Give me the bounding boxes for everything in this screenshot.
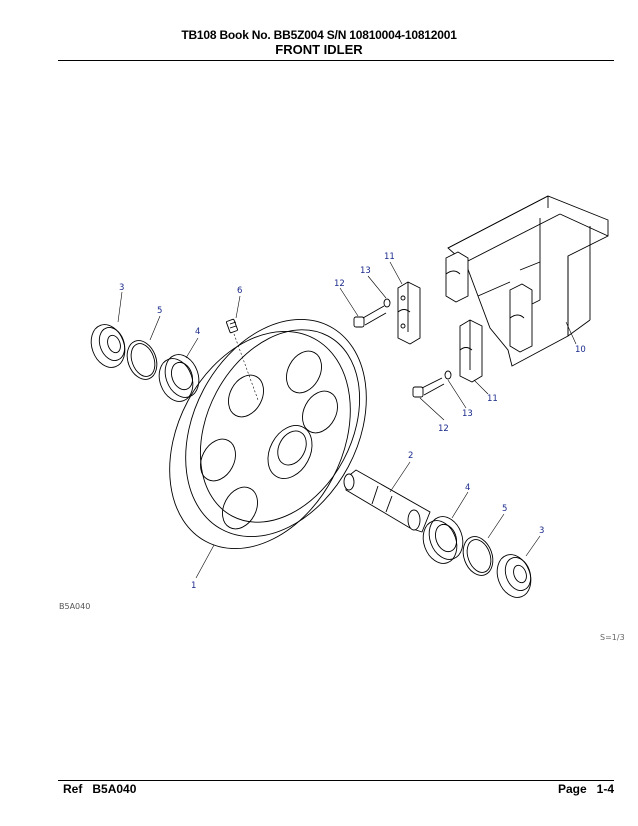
footer-ref-value: B5A040 [92, 782, 137, 796]
callout-3-right: 3 [539, 526, 544, 536]
page-title: FRONT IDLER [275, 42, 363, 57]
idler-wheel [169, 318, 367, 550]
header-serial-line: TB108 Book No. BB5Z004 S/N 10810004-1081… [181, 28, 457, 42]
callout-12-lower: 12 [438, 424, 449, 434]
callout-numbers: 1 2 3 3 4 4 5 5 6 10 11 11 12 12 13 13 [119, 252, 586, 591]
footer-ref: Ref B5A040 [63, 782, 136, 796]
clamp-block-upper [397, 281, 421, 345]
bearing-cover-left [90, 324, 126, 368]
callout-13-upper: 13 [360, 266, 371, 276]
callout-11-lower: 11 [487, 394, 498, 404]
snap-ring-left [126, 340, 158, 380]
callout-11-upper: 11 [384, 252, 395, 262]
callout-3-left: 3 [119, 283, 124, 293]
callout-4-right: 4 [465, 483, 470, 493]
grease-fitting [226, 318, 259, 401]
bolt-upper [353, 298, 391, 328]
callout-2: 2 [408, 451, 413, 461]
figure-scale: S=1/3 [600, 633, 625, 642]
footer-page-label: Page [557, 782, 587, 796]
footer-page-value: 1-4 [596, 782, 614, 796]
footer-page: Page 1-4 [558, 782, 614, 796]
clamp-block-lower [459, 319, 483, 383]
callout-13-lower: 13 [462, 409, 473, 419]
callout-5-right: 5 [502, 504, 507, 514]
callout-1: 1 [191, 581, 196, 591]
callout-5-left: 5 [157, 306, 162, 316]
leader-lines [117, 261, 577, 579]
callout-4-left: 4 [195, 327, 200, 337]
callout-6: 6 [237, 286, 242, 296]
figure-code: B5A040 [59, 602, 91, 611]
idler-shaft [343, 469, 431, 533]
footer-ref-label: Ref [63, 782, 83, 796]
callout-12-upper: 12 [334, 279, 345, 289]
callout-10: 10 [575, 345, 586, 355]
idler-frame [445, 195, 609, 367]
header-divider [58, 60, 614, 61]
snap-ring-right [462, 536, 494, 576]
bearing-right [422, 516, 464, 564]
bearing-cover-right [496, 554, 532, 598]
bolt-lower [412, 370, 452, 398]
bearing-left [158, 354, 200, 402]
footer-divider [58, 780, 614, 781]
